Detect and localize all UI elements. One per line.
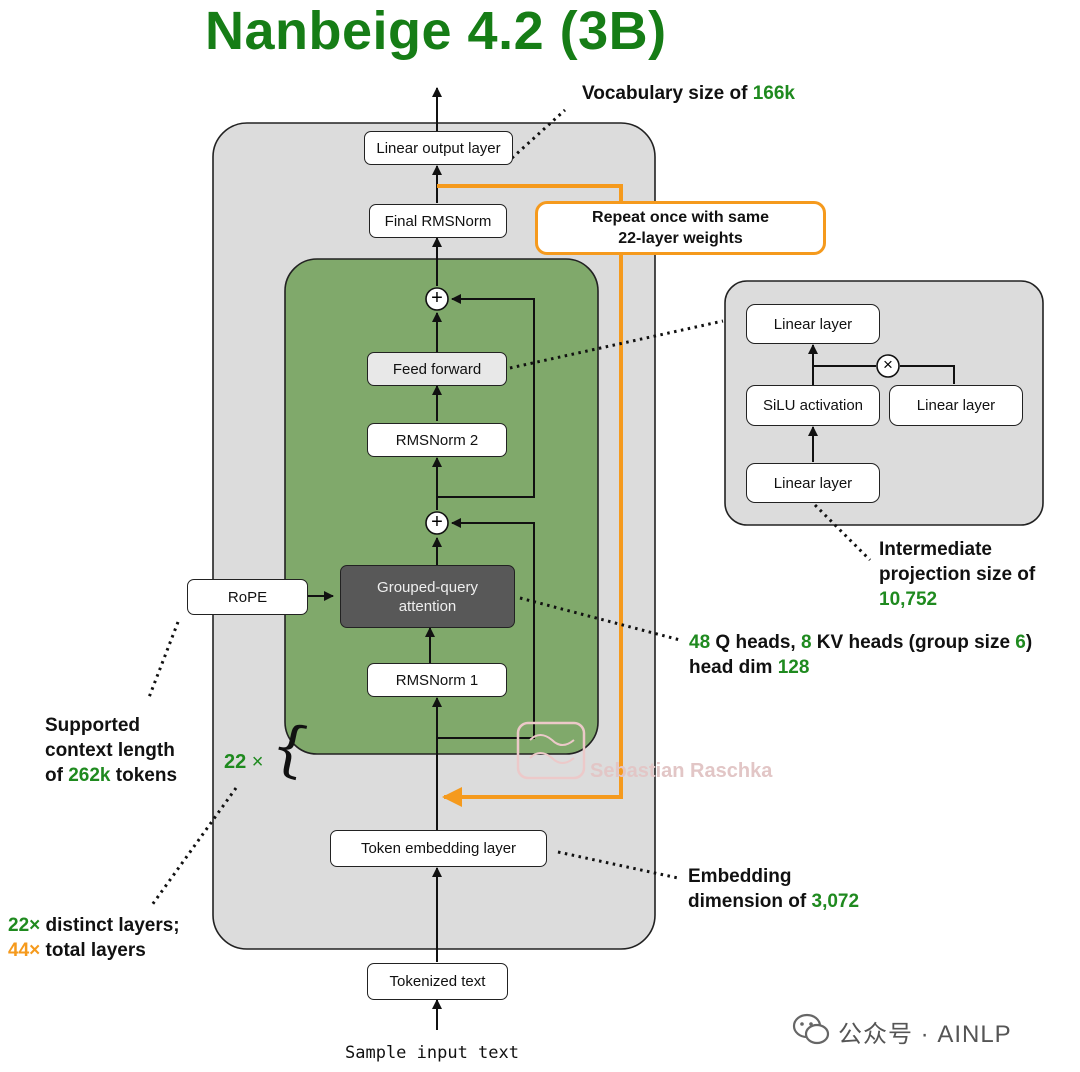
intermediate-line2: projection size of [879,564,1036,585]
context-length-note: Supported context length of 262k tokens [45,713,177,788]
wechat-icon [792,1013,830,1045]
kv-heads-text: KV heads (group size [811,632,1016,653]
total-layers-line: 44× total layers [8,938,180,963]
ffn-linear-bottom-box: Linear layer [746,463,880,503]
annotation-leaders [146,108,872,906]
heads-line1: 48 Q heads, 8 KV heads (group size 6) [689,630,1032,655]
context-line2: context length [45,740,175,761]
intermediate-line1: Intermediate [879,539,992,560]
rmsnorm1-box: RMSNorm 1 [367,663,507,697]
group-size-close: ) [1025,632,1033,653]
attention-heads-note: 48 Q heads, 8 KV heads (group size 6) he… [689,630,1032,680]
vocab-size-note: Vocabulary size of 166k [582,81,795,106]
ffn-linear-top-box: Linear layer [746,304,880,344]
ffn-silu-box: SiLU activation [746,385,880,426]
watermark-logo [516,721,586,780]
repeat-note-line1: Repeat once with same [592,209,769,226]
rmsnorm2-box: RMSNorm 2 [367,423,507,457]
group-size-value: 6 [1015,632,1026,653]
total-layers-text: total layers [40,940,146,961]
flow-arrows [308,87,955,1030]
vocab-size-value: 166k [752,83,795,104]
watermark-text: Sebastian Raschka [590,760,773,782]
grouped-query-attention-box: Grouped-query attention [340,565,515,628]
embedding-value: 3,072 [811,891,860,912]
plus-icon-top: + [431,287,443,309]
page-title: Nanbeige 4.2 (3B) [205,1,667,61]
embedding-dim-note: Embedding dimension of 3,072 [688,864,859,914]
kv-heads-value: 8 [800,632,812,653]
multiply-icon: × [883,355,893,374]
context-prefix: of [45,765,69,786]
transformer-block [284,258,599,755]
intermediate-size-note: Intermediate projection size of 10,752 [879,537,1035,612]
feed-forward-box: Feed forward [367,352,507,386]
context-suffix: tokens [110,765,178,786]
context-value: 262k [68,765,111,786]
final-rmsnorm-box: Final RMSNorm [369,204,507,238]
layers-note: 22× distinct layers; 44× total layers [8,913,180,963]
embedding-prefix: dimension of [688,891,812,912]
vocab-size-prefix: Vocabulary size of [582,83,753,104]
q-heads-value: 48 [689,632,711,653]
distinct-layers-value: 22× [8,915,41,936]
rope-box: RoPE [187,579,308,615]
intermediate-value: 10,752 [879,589,938,610]
repeat-count-symbol: × [246,751,264,773]
repeat-loop-arrow [437,184,623,807]
heads-line2: head dim 128 [689,655,1032,680]
token-embedding-box: Token embedding layer [330,830,547,867]
total-layers-value: 44× [8,940,41,961]
distinct-layers-line: 22× distinct layers; [8,913,180,938]
tokenized-text-box: Tokenized text [367,963,508,1000]
embedding-line2: dimension of 3,072 [688,889,859,914]
ffn-linear-right-box: Linear layer [889,385,1023,426]
plus-icon-bottom: + [431,511,443,533]
q-heads-text: Q heads, [710,632,801,653]
sample-input-label: Sample input text [345,1043,519,1063]
repeat-note-box: Repeat once with same 22-layer weights [535,201,826,255]
context-line3: of 262k tokens [45,763,177,788]
embedding-line1: Embedding [688,866,792,887]
linear-output-layer-box: Linear output layer [364,131,513,165]
head-dim-text: head dim [689,657,778,678]
repeat-count-value: 22 [224,751,247,773]
distinct-layers-text: distinct layers; [40,915,180,936]
residual-add-icons [425,287,900,535]
context-line1: Supported [45,715,140,736]
head-dim-value: 128 [777,657,810,678]
repeat-count-label: 22 × [224,750,264,775]
footer-label: 公众号 · AINLP [838,1021,1012,1048]
repeat-note-line2: 22-layer weights [618,230,743,247]
